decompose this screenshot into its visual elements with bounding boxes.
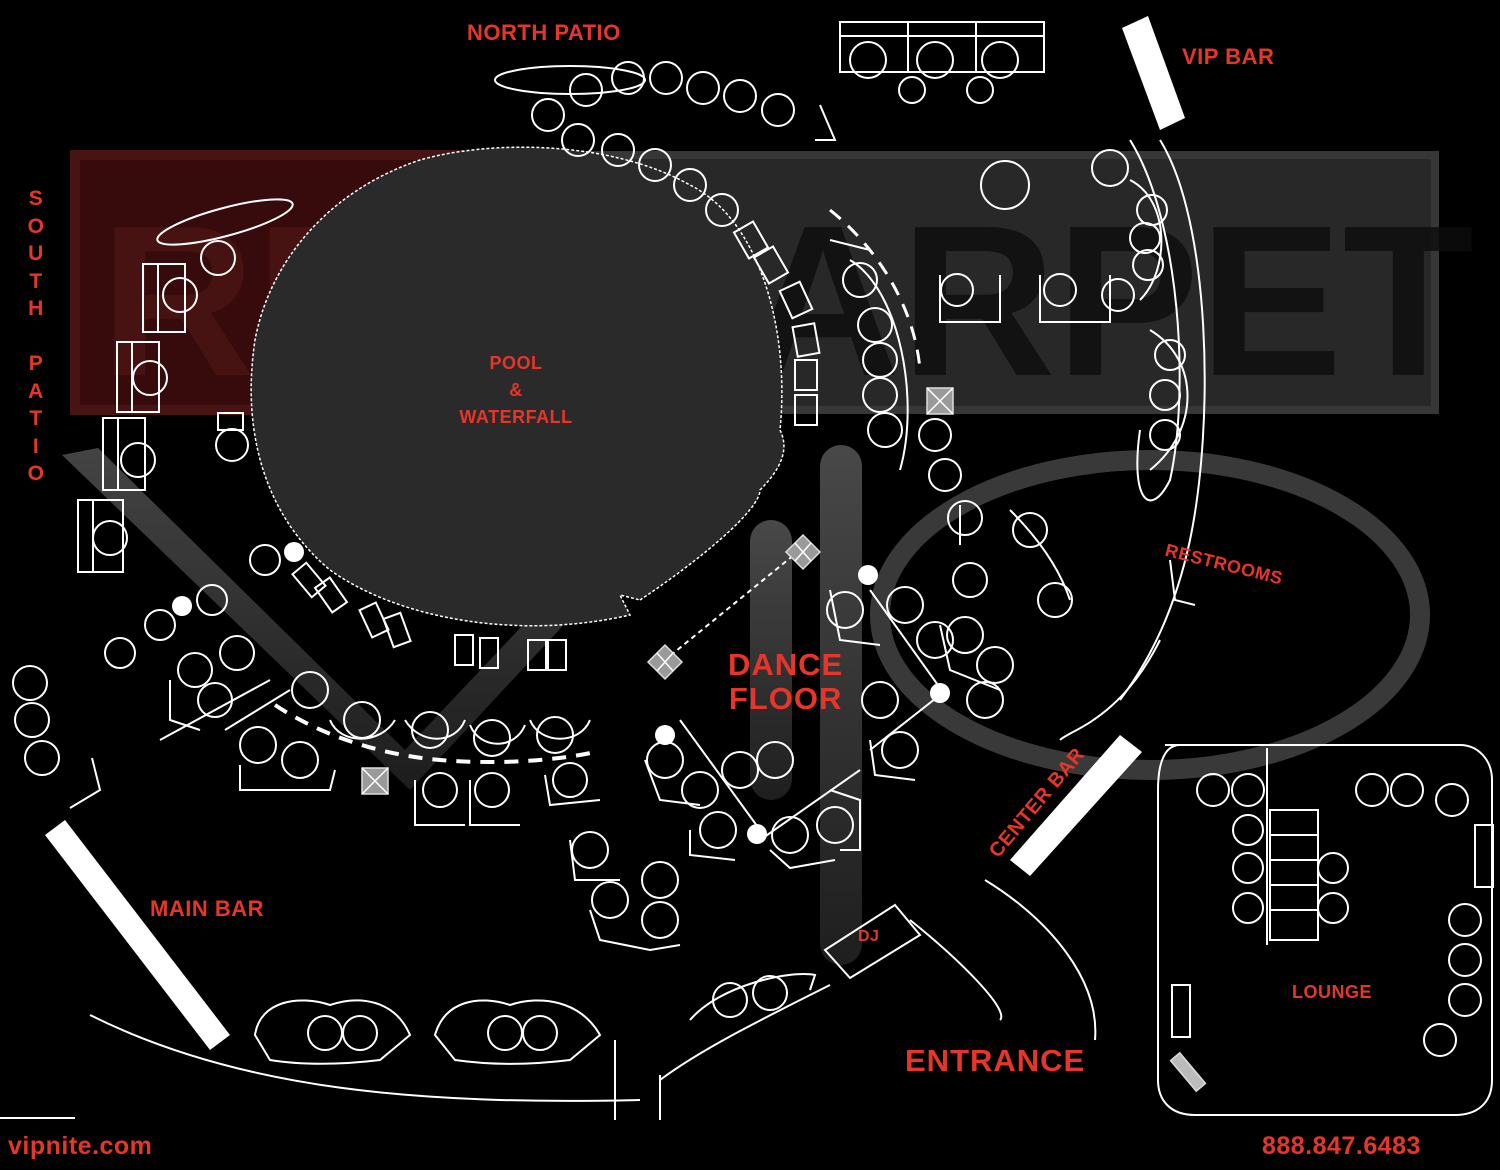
dance-floor-label: DANCE FLOOR bbox=[728, 648, 843, 716]
dj-label: DJ bbox=[858, 928, 880, 945]
column-markers bbox=[172, 542, 950, 844]
dashed-rails bbox=[273, 208, 922, 764]
main-bar-label: MAIN BAR bbox=[150, 896, 264, 921]
center-bar-counter bbox=[1010, 735, 1142, 876]
table-seats bbox=[12, 41, 1482, 1057]
phone-number[interactable]: 888.847.6483 bbox=[1262, 1132, 1421, 1160]
booth-seating bbox=[77, 21, 1494, 1065]
vip-bar-label: VIP BAR bbox=[1182, 44, 1275, 69]
pool-label-line2: & bbox=[509, 380, 523, 400]
pillar-markers bbox=[361, 387, 1207, 1093]
entrance-label: ENTRANCE bbox=[905, 1043, 1086, 1078]
website-link[interactable]: vipnite.com bbox=[8, 1132, 153, 1160]
pool-label-line3: WATERFALL bbox=[459, 407, 573, 427]
north-patio-label: NORTH PATIO bbox=[467, 20, 621, 45]
pool-waterfall-area bbox=[250, 146, 785, 627]
pool-label-line1: POOL bbox=[489, 353, 543, 373]
red-carpet-vip-logo: RED CARPET bbox=[62, 150, 1474, 965]
main-bar-counter bbox=[45, 820, 230, 1050]
pool-label: POOL & WATERFALL bbox=[442, 350, 590, 431]
vip-bar-counter bbox=[1122, 16, 1185, 130]
lounge-label: LOUNGE bbox=[1292, 982, 1373, 1002]
dance-floor-line2: FLOOR bbox=[728, 681, 843, 716]
dance-floor-line1: DANCE bbox=[728, 647, 844, 682]
